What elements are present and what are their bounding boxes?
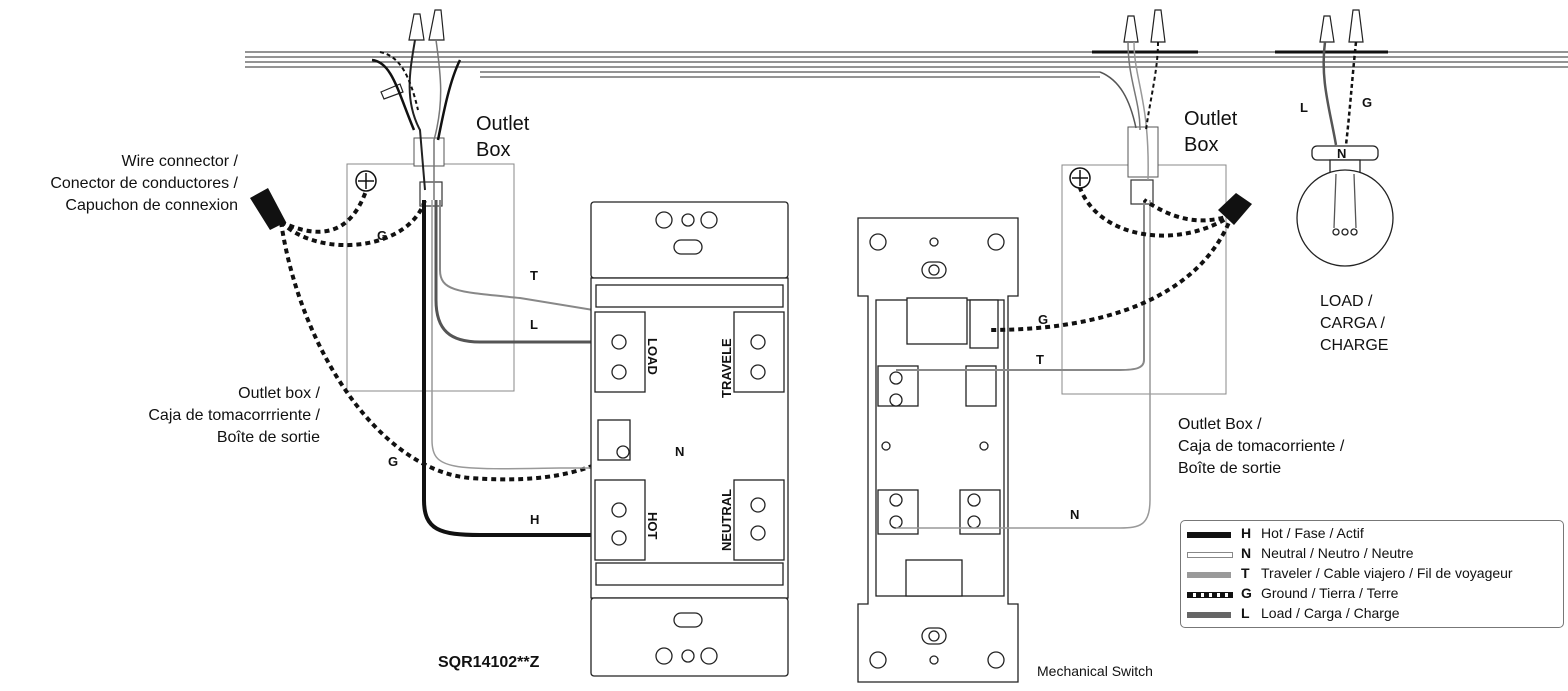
outlet-box-left-title: Outlet Box [476, 111, 529, 163]
legend-letter-ground: G [1241, 585, 1252, 601]
legend-row-load: L Load / Carga / Charge [1181, 605, 1561, 625]
legend-text-load: Load / Carga / Charge [1261, 605, 1400, 621]
terminal-hot-label: HOT [645, 512, 660, 540]
mechanical-switch [857, 217, 1019, 683]
traveler-wire-left [439, 200, 741, 335]
outlet-box-right-title: Outlet Box [1184, 106, 1237, 158]
wire-connector-left [250, 188, 286, 230]
wire-letter-g-right: G [1038, 312, 1049, 327]
legend-text-traveler: Traveler / Cable viajero / Fil de voyage… [1261, 565, 1513, 581]
legend-swatch-neutral [1187, 552, 1233, 558]
ground-wires-left [279, 190, 623, 482]
wire-letter-g-top-left: G [377, 228, 388, 243]
outlet-box-left-label: Outlet box / Caja de tomacorrriente / Bo… [100, 383, 320, 449]
right-box-wires [896, 41, 1159, 529]
model-number: SQR14102**Z [438, 654, 540, 671]
load-label-line3: CHARGE [1320, 337, 1389, 354]
legend-swatch-ground [1187, 592, 1233, 598]
wire-letter-t-right: T [1036, 352, 1044, 367]
wire-connector-right [1218, 193, 1252, 225]
outlet-box-left-label-line1: Outlet box / [238, 385, 320, 402]
wire-connector-line2: Conector de conductores / [50, 175, 238, 192]
outlet-box-left-line1: Outlet [476, 113, 530, 135]
wire-letter-g-fixture: G [1362, 95, 1373, 110]
wire-connector-line1: Wire connector / [121, 153, 238, 170]
outlet-box-right-line1: Outlet [1184, 108, 1238, 130]
smart-switch [590, 201, 789, 677]
outlet-box-right [1061, 126, 1227, 395]
outlet-box-left [346, 137, 515, 392]
legend-swatch-load [1187, 612, 1231, 618]
legend-row-traveler: T Traveler / Cable viajero / Fil de voya… [1181, 565, 1561, 585]
legend-swatch-traveler [1187, 572, 1231, 578]
outlet-box-right-line2: Box [1184, 134, 1219, 156]
legend-text-ground: Ground / Tierra / Terre [1261, 585, 1399, 601]
legend-letter-load: L [1241, 605, 1250, 621]
legend-swatch-hot [1187, 532, 1231, 538]
outlet-box-right-label-line3: Boîte de sortie [1178, 460, 1282, 477]
outlet-box-right-label-line1: Outlet Box / [1178, 416, 1262, 433]
left-box-wires [371, 39, 462, 200]
wire-letter-g-lower-left: G [388, 454, 399, 469]
wire-nuts-top [380, 9, 1364, 100]
wire-letter-n-fixture: N [1337, 146, 1347, 161]
wire-letter-l-fixture: L [1300, 100, 1308, 115]
load-wire [434, 200, 620, 344]
legend-letter-hot: H [1241, 525, 1252, 541]
wire-legend: H Hot / Fase / Actif N Neutral / Neutro … [1180, 520, 1564, 628]
terminal-load-label: LOAD [645, 338, 660, 375]
main-cable [245, 51, 1568, 78]
wire-letter-h-left: H [530, 512, 540, 527]
outlet-box-right-label-line2: Caja de tomacorriente / [1178, 438, 1345, 455]
wire-connector-line3: Capuchon de connexion [65, 197, 238, 214]
outlet-box-left-label-line2: Caja de tomacorrriente / [148, 407, 320, 424]
legend-row-ground: G Ground / Tierra / Terre [1181, 585, 1561, 605]
terminal-traveler-label: TRAVELE [719, 338, 734, 398]
legend-row-neutral: N Neutral / Neutro / Neutre [1181, 545, 1561, 565]
legend-letter-traveler: T [1241, 565, 1250, 581]
load-label-line1: LOAD / [1320, 293, 1373, 310]
outlet-box-left-line2: Box [476, 139, 511, 161]
terminal-neutral-label: NEUTRAL [719, 488, 734, 551]
load-label-line2: CARGA / [1320, 315, 1385, 332]
light-fixture [1296, 41, 1394, 267]
legend-letter-neutral: N [1241, 545, 1252, 561]
wire-letter-n-right: N [1070, 507, 1080, 522]
wire-letter-n-mid: N [675, 444, 685, 459]
legend-row-hot: H Hot / Fase / Actif [1181, 525, 1561, 545]
outlet-box-left-label-line3: Boîte de sortie [216, 429, 320, 446]
hot-wire [422, 200, 620, 537]
wire-connector-label: Wire connector / Conector de conductores… [0, 151, 238, 217]
outlet-box-right-label: Outlet Box / Caja de tomacorriente / Boî… [1178, 414, 1344, 480]
load-label: LOAD / CARGA / CHARGE [1320, 291, 1388, 357]
mechanical-switch-caption: Mechanical Switch [1037, 663, 1153, 679]
legend-text-neutral: Neutral / Neutro / Neutre [1261, 545, 1414, 561]
legend-text-hot: Hot / Fase / Actif [1261, 525, 1364, 541]
wire-letter-t-left: T [530, 268, 538, 283]
ground-wires-right [989, 187, 1234, 332]
wire-letter-l-left: L [530, 317, 538, 332]
